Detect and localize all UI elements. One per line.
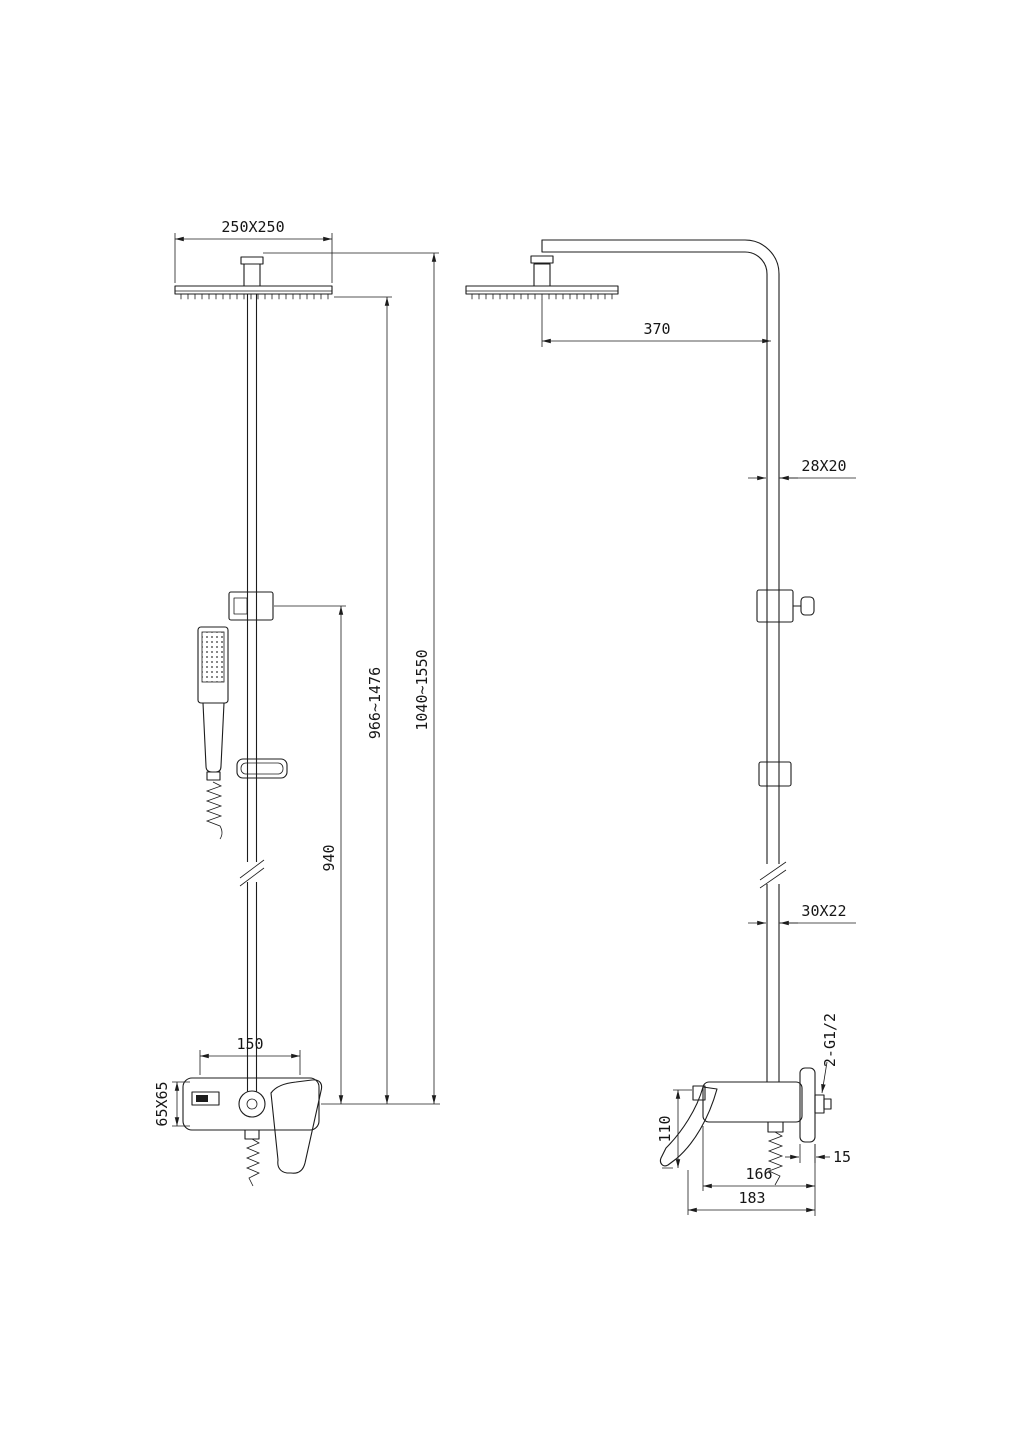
head-connector-cap-front [240, 256, 264, 265]
dim-wall-plate-depth-label: 15 [833, 1148, 851, 1166]
nozzle-ticks-front [180, 293, 329, 300]
pipe-break-mark-side [759, 861, 787, 881]
shower-arm-and-column-side [541, 239, 787, 1083]
dim-mixer-height-label: 110 [656, 1115, 674, 1142]
dim-upper-pipe-label: 28X20 [801, 457, 846, 475]
dim-arm-reach-label: 370 [643, 320, 670, 338]
slider-knob-side [800, 596, 815, 616]
hand-shower-face [201, 631, 225, 683]
nozzle-ticks-side [471, 293, 613, 300]
dim-depth-total-label: 183 [738, 1189, 765, 1207]
soap-dish-bracket-side [758, 761, 792, 787]
pipe-break-mark-front [239, 859, 265, 879]
dim-mixer-centers-label: 150 [236, 1035, 263, 1053]
dim-rail-height-label: 966~1476 [366, 667, 384, 739]
diverter-button-front [196, 1095, 208, 1102]
hand-shower-hose [205, 781, 223, 840]
dim-hand-shower-height-label: 940 [320, 844, 338, 871]
dim-total-height-label: 1040~1550 [413, 649, 431, 730]
wall-nut-side [823, 1098, 832, 1110]
mixer-hose-side [767, 1131, 784, 1186]
wall-connector-side [814, 1094, 825, 1114]
mixer-front [182, 1077, 323, 1187]
hand-shower-head [197, 626, 229, 704]
side-view: 370 28X20 30X22 110 15 166 183 2-G1/2 [465, 239, 856, 1216]
dim-depth-body-label: 166 [745, 1165, 772, 1183]
pipe-break-mask-side [764, 864, 782, 884]
dim-lower-pipe-label: 30X22 [801, 902, 846, 920]
rain-shower-head-side [465, 255, 619, 300]
pipe-break-mask-front [244, 862, 260, 882]
dim-thread-spec-label: 2-G1/2 [821, 1013, 839, 1067]
hand-shower [197, 626, 229, 840]
escutcheon-front [238, 1090, 266, 1118]
head-connector-side [533, 263, 551, 287]
mixer-body-front [182, 1077, 320, 1131]
mixer-handle-front [270, 1079, 323, 1174]
hand-shower-hose-nut [206, 771, 221, 781]
shower-column-front [239, 293, 265, 1092]
hose-outlet-front [244, 1129, 260, 1140]
hose-outlet-side [767, 1121, 784, 1133]
mixer-hose-front [245, 1138, 261, 1187]
soap-dish-front [236, 758, 288, 779]
rain-shower-head-front [174, 256, 333, 300]
hand-shower-handle [202, 702, 225, 773]
hand-shower-holder-front [228, 591, 274, 621]
dim-mixer-body-size-label: 65X65 [153, 1081, 171, 1126]
head-connector-cap-side [530, 255, 554, 264]
slider-bracket-side [756, 589, 815, 623]
head-connector-front [243, 263, 261, 287]
shower-arm-side [541, 239, 780, 1083]
front-view: 250X250 150 65X65 940 966~1476 1040~1550 [153, 218, 440, 1187]
mixer-side [659, 1067, 832, 1186]
dim-head-size-label: 250X250 [221, 218, 284, 236]
diverter-front [191, 1091, 220, 1106]
mixer-body-side [702, 1081, 803, 1123]
mixer-handle-side [659, 1086, 718, 1167]
side-dimensions: 370 28X20 30X22 110 15 166 183 2-G1/2 [541, 299, 856, 1216]
front-dimensions: 250X250 150 65X65 940 966~1476 1040~1550 [153, 218, 440, 1127]
